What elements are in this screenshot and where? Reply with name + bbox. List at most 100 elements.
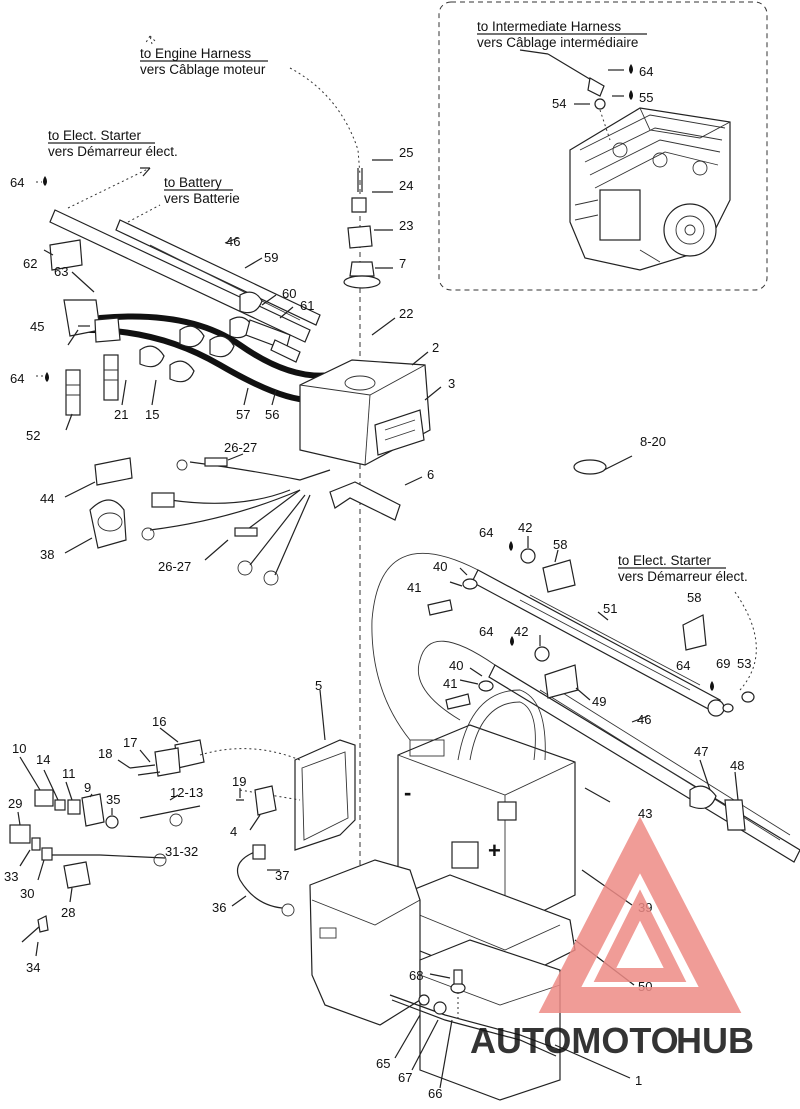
- callout-49: 49: [592, 694, 606, 709]
- callout-48: 48: [730, 758, 744, 773]
- callout-41-a: 41: [407, 580, 421, 595]
- watermark-logo: [538, 816, 742, 1013]
- callout-65: 65: [376, 1056, 390, 1071]
- callout-55: 55: [639, 90, 653, 105]
- callout-12-13: 12-13: [170, 785, 203, 800]
- callout-16: 16: [152, 714, 166, 729]
- callout-15: 15: [145, 407, 159, 422]
- callout-19: 19: [232, 774, 246, 789]
- callout-53: 53: [737, 656, 751, 671]
- callout-24: 24: [399, 178, 413, 193]
- callout-69: 69: [716, 656, 730, 671]
- callout-23: 23: [399, 218, 413, 233]
- label-to-intermediate-harness: to Intermediate Harness: [477, 19, 621, 34]
- battery-assembly: - + 39 50 1 65 67 66 68: [309, 689, 652, 1101]
- callout-45: 45: [30, 319, 44, 334]
- callout-40-b: 40: [449, 658, 463, 673]
- callout-60: 60: [282, 286, 296, 301]
- callout-38: 38: [40, 547, 54, 562]
- tie-strap: 8-20: [573, 434, 666, 475]
- callout-35: 35: [106, 792, 120, 807]
- harness-top-fittings: 25 24 23 7 22: [343, 145, 413, 336]
- label-vers-cablage-moteur: vers Câblage moteur: [140, 62, 266, 77]
- callout-18: 18: [98, 746, 112, 761]
- callout-64-right-b: 64: [479, 624, 493, 639]
- callout-64-right-c: 64: [676, 658, 690, 673]
- callout-8-20: 8-20: [640, 434, 666, 449]
- label-vers-cablage-intermediaire: vers Câblage intermédiaire: [477, 35, 638, 50]
- callout-64-top: 64: [10, 175, 24, 190]
- callout-10: 10: [12, 741, 26, 756]
- starter-callout-top: to Elect. Starter vers Démarreur élect.: [48, 128, 178, 209]
- callout-2: 2: [432, 340, 439, 355]
- callout-28: 28: [61, 905, 75, 920]
- label-to-elect-starter: to Elect. Starter: [48, 128, 142, 143]
- callout-4: 4: [230, 824, 237, 839]
- callout-17: 17: [123, 735, 137, 750]
- callout-44: 44: [40, 491, 54, 506]
- battery-callout: to Battery vers Batterie: [127, 175, 240, 223]
- callout-29: 29: [8, 796, 22, 811]
- battery-positive-mark: +: [488, 838, 501, 863]
- callout-22: 22: [399, 306, 413, 321]
- label-vers-demarreur-right: vers Démarreur élect.: [618, 569, 748, 584]
- callout-36: 36: [212, 900, 226, 915]
- callout-30: 30: [20, 886, 34, 901]
- battery-cables-right: to Elect. Starter vers Démarreur élect.: [371, 520, 800, 863]
- callout-63: 63: [54, 264, 68, 279]
- callout-57: 57: [236, 407, 250, 422]
- callout-46-top: 46: [226, 234, 240, 249]
- callout-11: 11: [62, 766, 76, 781]
- callout-41-b: 41: [443, 676, 457, 691]
- callout-1: 1: [635, 1073, 642, 1088]
- engine-inset: 64 55 54 to Intermediate Harness vers Câ…: [438, 1, 768, 291]
- engine-block-drawing: [569, 107, 731, 271]
- callout-42-b: 42: [514, 624, 528, 639]
- callout-67: 67: [398, 1070, 412, 1085]
- callout-51: 51: [603, 601, 617, 616]
- automotohub-watermark: AUTOMOTO HUB: [470, 816, 754, 1061]
- callout-64-right-a: 64: [479, 525, 493, 540]
- wiring-section: 26-27 26-27 44 38 6: [40, 440, 434, 586]
- callout-52: 52: [26, 428, 40, 443]
- callout-47: 47: [694, 744, 708, 759]
- callout-6: 6: [427, 467, 434, 482]
- callout-7: 7: [399, 256, 406, 271]
- callout-14: 14: [36, 752, 50, 767]
- callout-61: 61: [300, 298, 314, 313]
- callout-26-27-top: 26-27: [224, 440, 257, 455]
- callout-68: 68: [409, 968, 423, 983]
- callout-58-b: 58: [687, 590, 701, 605]
- electrical-panel: 5 16 17 18 4 19 37 36 12-13: [4, 678, 356, 975]
- callout-33: 33: [4, 869, 18, 884]
- callout-34: 34: [26, 960, 40, 975]
- callout-3: 3: [448, 376, 455, 391]
- watermark-logo-inner: [593, 889, 687, 982]
- callout-37: 37: [275, 868, 289, 883]
- callout-42-a: 42: [518, 520, 532, 535]
- watermark-text-hub: HUB: [676, 1020, 754, 1061]
- callout-40-a: 40: [433, 559, 447, 574]
- label-to-engine-harness: to Engine Harness: [140, 46, 251, 61]
- callout-21: 21: [114, 407, 128, 422]
- callout-26-27-bottom: 26-27: [158, 559, 191, 574]
- battery-negative-mark: -: [404, 780, 411, 805]
- engine-harness-callout: to Engine Harness vers Câblage moteur: [140, 35, 361, 176]
- callout-9: 9: [84, 780, 91, 795]
- callout-64-inset: 64: [639, 64, 653, 79]
- callout-58-a: 58: [553, 537, 567, 552]
- callout-46-bottom: 46: [637, 712, 651, 727]
- callout-56: 56: [265, 407, 279, 422]
- callout-5: 5: [315, 678, 322, 693]
- label-vers-demarreur: vers Démarreur élect.: [48, 144, 178, 159]
- callout-25: 25: [399, 145, 413, 160]
- ignition-assembly: 64 46 59 60 61 62 63 45 64 2 3 52 21 15 …: [10, 175, 455, 466]
- callout-59: 59: [264, 250, 278, 265]
- label-to-elect-starter-right: to Elect. Starter: [618, 553, 712, 568]
- callout-62: 62: [23, 256, 37, 271]
- callout-66: 66: [428, 1086, 442, 1101]
- callout-54: 54: [552, 96, 566, 111]
- callout-31-32: 31-32: [165, 844, 198, 859]
- label-vers-batterie: vers Batterie: [164, 191, 240, 206]
